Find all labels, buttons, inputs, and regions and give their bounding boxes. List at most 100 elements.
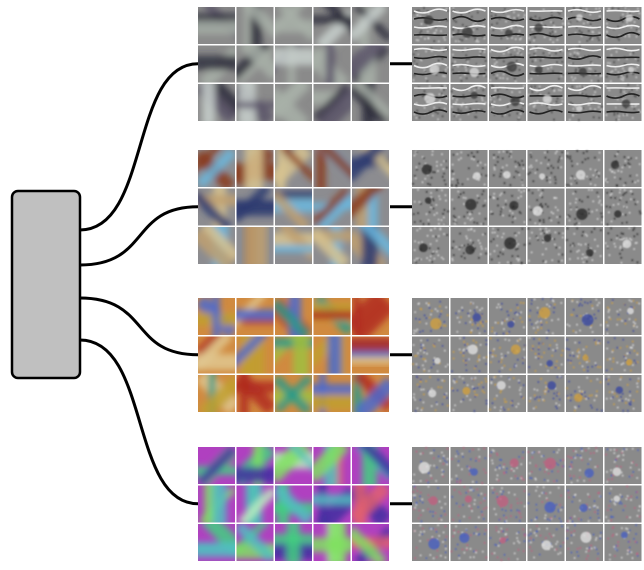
feature-map-tile bbox=[566, 298, 603, 335]
feature-map-tile bbox=[527, 45, 565, 83]
feature-map-tile bbox=[604, 336, 642, 374]
filter-tile bbox=[275, 375, 312, 412]
feature-map-tile bbox=[604, 485, 642, 523]
connector-curve bbox=[79, 338, 199, 506]
feature-map-tile bbox=[566, 84, 603, 121]
filter-tile bbox=[236, 84, 274, 121]
feature-map-tile bbox=[527, 227, 565, 264]
feature-map-tile bbox=[527, 375, 565, 412]
feature-map-tile bbox=[527, 485, 565, 523]
input-box bbox=[10, 189, 82, 380]
filter-tile bbox=[313, 485, 351, 523]
filter-tile bbox=[352, 188, 389, 226]
feature-map-tile bbox=[412, 485, 449, 523]
feature-map-tile bbox=[450, 485, 488, 523]
feature-map-grid bbox=[412, 298, 642, 412]
feature-map-tile bbox=[604, 298, 642, 335]
filter-tile bbox=[198, 485, 235, 523]
feature-map-tile bbox=[450, 524, 488, 561]
feature-map-tile bbox=[527, 7, 565, 44]
filter-tile bbox=[236, 375, 274, 412]
filter-tile bbox=[236, 7, 274, 44]
feature-map-tile bbox=[450, 150, 488, 187]
filter-tile bbox=[198, 45, 235, 83]
filter-tile bbox=[236, 447, 274, 484]
filter-tile bbox=[352, 150, 389, 187]
filter-tile bbox=[198, 524, 235, 561]
feature-map-tile bbox=[566, 485, 603, 523]
feature-map-tile bbox=[604, 7, 642, 44]
filter-grid bbox=[198, 150, 389, 264]
feature-map-grid bbox=[412, 150, 642, 264]
feature-map-tile bbox=[527, 524, 565, 561]
filter-tile bbox=[352, 524, 389, 561]
feature-map-tile bbox=[527, 188, 565, 226]
feature-map-tile bbox=[566, 188, 603, 226]
filter-tile bbox=[236, 524, 274, 561]
feature-map-tile bbox=[412, 84, 449, 121]
feature-map-tile bbox=[489, 336, 526, 374]
feature-map-tile bbox=[489, 84, 526, 121]
filter-tile bbox=[352, 84, 389, 121]
filter-grid bbox=[198, 7, 389, 121]
filter-tile bbox=[236, 227, 274, 264]
filter-tile bbox=[313, 84, 351, 121]
feature-map-tile bbox=[527, 336, 565, 374]
feature-map-tile bbox=[412, 375, 449, 412]
feature-map-tile bbox=[450, 298, 488, 335]
filter-tile bbox=[313, 188, 351, 226]
filter-grid bbox=[198, 447, 389, 561]
feature-map-tile bbox=[566, 375, 603, 412]
filter-tile bbox=[313, 375, 351, 412]
feature-map-tile bbox=[566, 227, 603, 264]
filter-tile bbox=[352, 7, 389, 44]
feature-map-tile bbox=[450, 447, 488, 484]
connector-curve bbox=[79, 62, 199, 232]
feature-map-tile bbox=[566, 524, 603, 561]
filter-tile bbox=[313, 45, 351, 83]
filter-tile bbox=[313, 150, 351, 187]
filter-tile bbox=[198, 7, 235, 44]
feature-map-tile bbox=[412, 336, 449, 374]
feature-map-tile bbox=[450, 45, 488, 83]
filter-tile bbox=[313, 336, 351, 374]
feature-map-tile bbox=[527, 298, 565, 335]
filter-tile bbox=[352, 45, 389, 83]
filter-tile bbox=[352, 227, 389, 264]
feature-map-tile bbox=[604, 447, 642, 484]
filter-tile bbox=[275, 188, 312, 226]
connector-curve bbox=[79, 296, 199, 357]
feature-map-grid bbox=[412, 7, 642, 121]
connector-curve bbox=[79, 205, 199, 267]
layer-group-2 bbox=[198, 150, 642, 264]
feature-map-tile bbox=[527, 447, 565, 484]
filter-tile bbox=[352, 447, 389, 484]
feature-map-tile bbox=[604, 524, 642, 561]
filter-tile bbox=[198, 150, 235, 187]
filter-tile bbox=[236, 188, 274, 226]
filter-tile bbox=[275, 150, 312, 187]
filter-tile bbox=[313, 227, 351, 264]
filter-tile bbox=[198, 227, 235, 264]
feature-map-tile bbox=[604, 150, 642, 187]
filter-tile bbox=[275, 298, 312, 335]
feature-map-tile bbox=[566, 447, 603, 484]
feature-map-tile bbox=[412, 150, 449, 187]
filter-tile bbox=[198, 298, 235, 335]
feature-map-tile bbox=[412, 524, 449, 561]
filter-tile bbox=[236, 298, 274, 335]
feature-map-tile bbox=[412, 298, 449, 335]
feature-map-tile bbox=[450, 375, 488, 412]
feature-map-tile bbox=[489, 188, 526, 226]
connectors bbox=[79, 62, 412, 506]
feature-map-tile bbox=[604, 188, 642, 226]
feature-map-tile bbox=[566, 150, 603, 187]
feature-map-tile bbox=[412, 7, 449, 44]
filter-tile bbox=[275, 84, 312, 121]
feature-map-tile bbox=[489, 45, 526, 83]
feature-map-tile bbox=[604, 227, 642, 264]
filter-tile bbox=[275, 45, 312, 83]
filter-tile bbox=[198, 447, 235, 484]
filter-tile bbox=[198, 84, 235, 121]
